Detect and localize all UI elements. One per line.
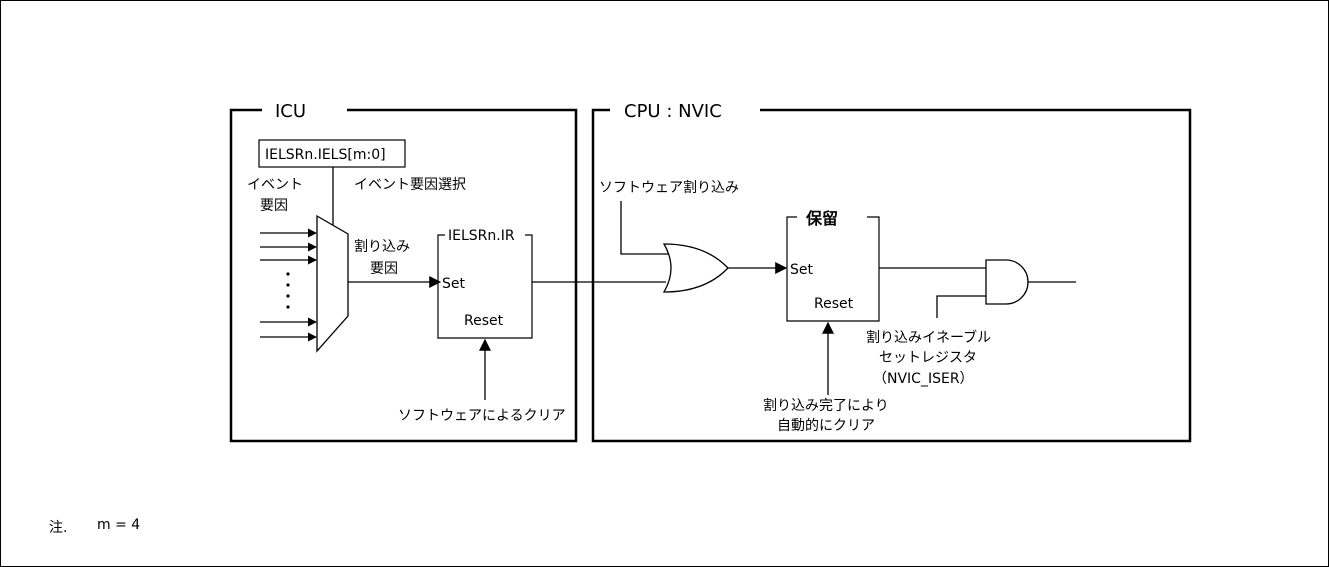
ir-reset-label: Reset	[464, 313, 504, 329]
ellipsis-dots	[286, 272, 290, 309]
multiplexer-shape	[316, 214, 349, 353]
ir-box	[437, 234, 533, 339]
interrupt-source-label-line2: 要因	[370, 261, 398, 277]
event-source-label-line1: イベント	[247, 177, 303, 193]
enable-input-line	[936, 295, 986, 318]
and-gate	[985, 259, 1029, 305]
event-source-label-line2: 要因	[260, 198, 288, 214]
or-gate	[662, 243, 729, 293]
ir-label: IELSRn.IR	[448, 228, 515, 244]
auto-clear-label-line1: 割り込み完了により	[763, 397, 889, 414]
software-interrupt-line	[620, 201, 670, 255]
enable-register-label-line1: 割り込みイネーブル	[866, 329, 991, 346]
icu-border	[229, 108, 578, 443]
software-clear-label: ソフトウェアによるクリア	[398, 408, 566, 424]
cpu-title: CPU : NVIC	[624, 101, 722, 122]
cpu-border	[591, 108, 1192, 443]
pending-label: 保留	[805, 209, 838, 228]
interrupt-source-label-line1: 割り込み	[354, 238, 410, 255]
enable-register-label-line2: セットレジスタ	[879, 350, 977, 366]
pending-set-label: Set	[790, 262, 814, 278]
ir-set-label: Set	[442, 276, 466, 292]
pending-reset-label: Reset	[814, 296, 854, 312]
enable-register-label-line3: （NVIC_ISER）	[873, 371, 974, 387]
software-interrupt-label: ソフトウェア割り込み	[599, 179, 739, 196]
pending-box	[786, 216, 880, 322]
icu-block: ICU IELSRn.IELS[m:0] イベント 要因 イベント要因選択 割り…	[229, 101, 578, 443]
event-select-label: イベント要因選択	[354, 177, 466, 193]
auto-clear-label-line2: 自動的にクリア	[777, 418, 875, 434]
icu-title: ICU	[275, 101, 306, 122]
event-input-arrows	[260, 228, 317, 342]
cpu-nvic-block: CPU : NVIC ソフトウェア割り込み 保留 Set Reset 割り込み完…	[591, 101, 1192, 443]
footnote-text: m = 4	[97, 517, 141, 533]
footnote-prefix: 注.	[49, 520, 68, 536]
footnote: 注. m = 4	[49, 517, 140, 537]
iels-register-box	[258, 139, 406, 168]
iels-register-label: IELSRn.IELS[m:0]	[265, 147, 386, 163]
